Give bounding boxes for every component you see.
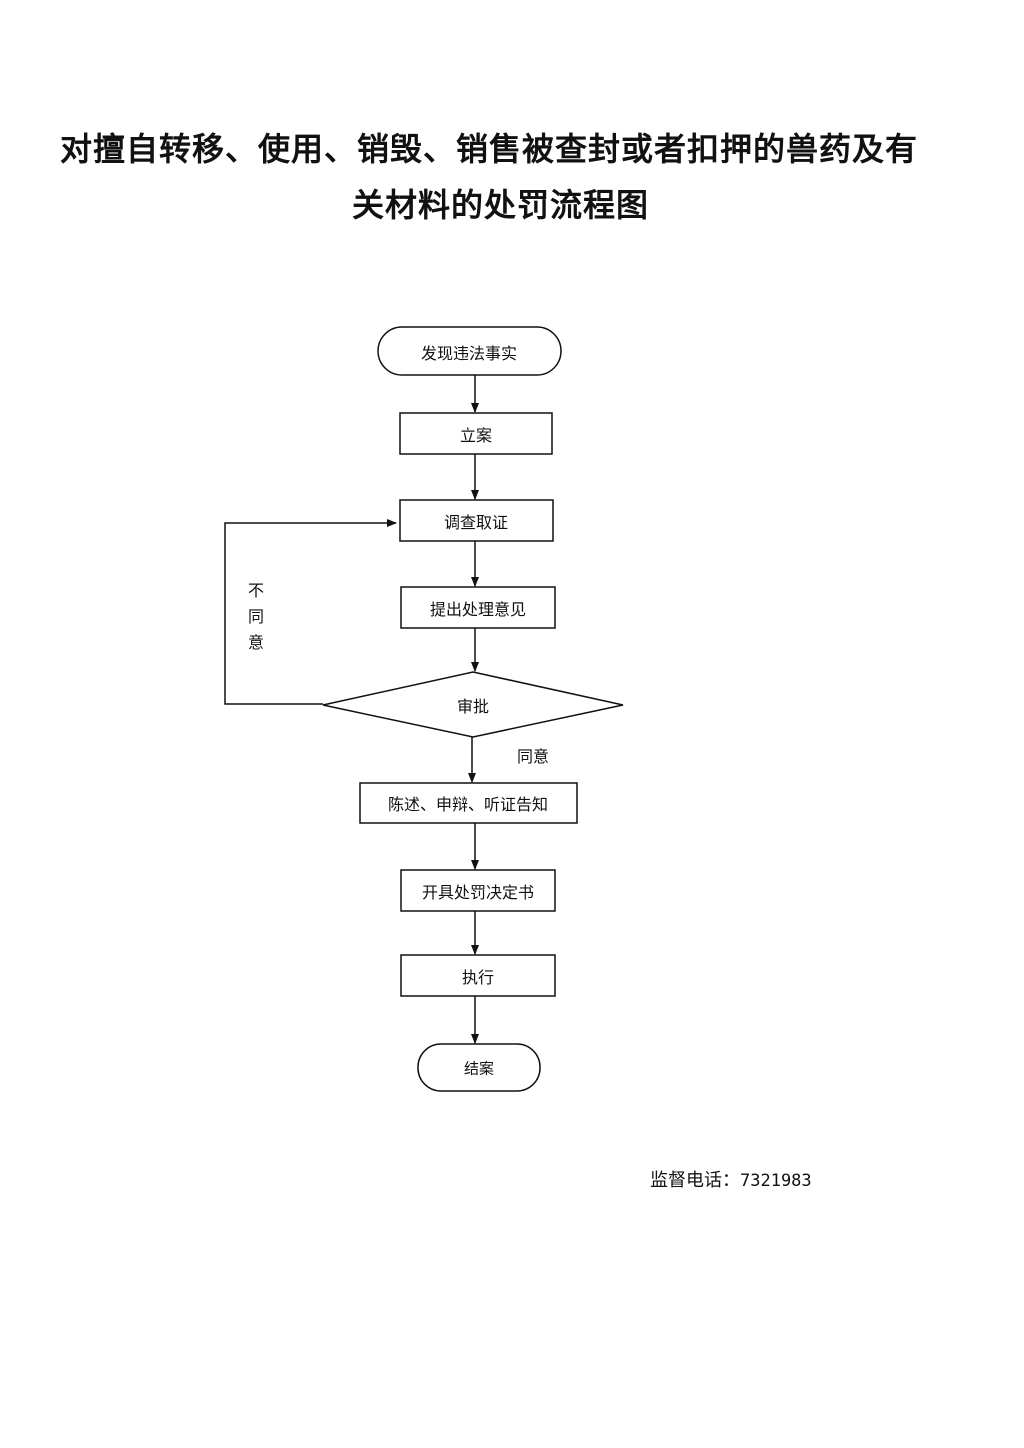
page-title-line-1: 对擅自转移、使用、销毁、销售被查封或者扣押的兽药及有 <box>60 130 919 168</box>
step-notify-label: 陈述、申辩、听证告知 <box>387 795 549 814</box>
disagree-char-3: 意 <box>247 633 264 652</box>
end-terminal-shape <box>417 1043 541 1092</box>
step-notify-shape <box>359 782 578 824</box>
end-terminal-label: 结案 <box>463 1059 495 1078</box>
loop-disagree-path <box>224 519 397 705</box>
start-terminal-label: 发现违法事实 <box>420 344 518 363</box>
step-execute-shape <box>400 954 556 997</box>
supervision-hotline: 监督电话：7321983 <box>650 1166 812 1192</box>
step-opinion-shape <box>400 586 556 629</box>
step-execute-label: 执行 <box>461 968 495 987</box>
decision-label: 审批 <box>456 697 490 716</box>
disagree-char-2: 同 <box>247 607 264 626</box>
step-file-shape <box>399 412 553 455</box>
step-opinion-label: 提出处理意见 <box>429 600 527 619</box>
decision-diamond-shape <box>322 671 624 738</box>
start-terminal-shape <box>377 326 562 376</box>
step-investigate-label: 调查取证 <box>443 513 509 532</box>
page-title-line-2: 关材料的处罚流程图 <box>352 186 650 224</box>
step-file-label: 立案 <box>459 426 493 445</box>
step-decision-doc-shape <box>400 869 556 912</box>
hotline-number: 7321983 <box>740 1171 812 1191</box>
disagree-label: 不 同 意 <box>246 578 266 656</box>
disagree-char-1: 不 <box>247 581 264 600</box>
agree-label: 同意 <box>517 747 550 766</box>
hotline-label: 监督电话： <box>650 1170 740 1191</box>
step-decision-doc-label: 开具处罚决定书 <box>421 883 535 902</box>
step-investigate-shape <box>399 499 554 542</box>
